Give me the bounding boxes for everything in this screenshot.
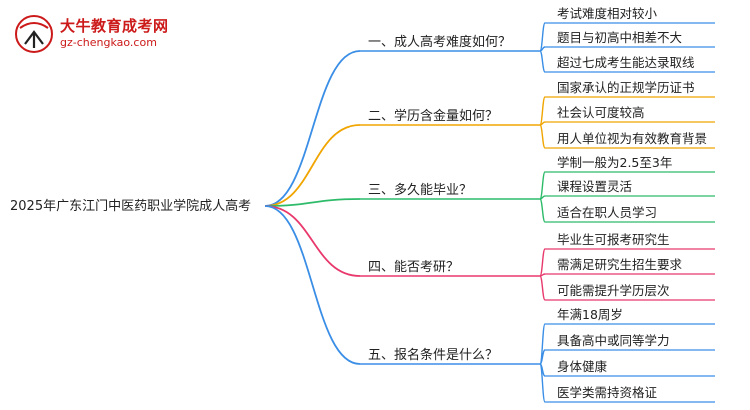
leaf-connector <box>539 275 546 301</box>
branch-connector <box>264 50 361 207</box>
leaf-topic: 适合在职人员学习 <box>557 205 657 220</box>
branch-connector <box>264 205 361 365</box>
leaf-topic: 年满18周岁 <box>557 307 623 322</box>
branch-topic: 三、多久能毕业？ <box>368 182 472 198</box>
leaf-topic: 医学类需持资格证 <box>557 385 658 400</box>
leaf-topic: 超过七成考生能达录取线 <box>557 55 695 70</box>
branch-topic: 五、报名条件是什么？ <box>368 347 498 363</box>
logo-url: gz-chengkao.com <box>60 36 157 49</box>
leaf-connector <box>539 198 546 223</box>
root-topic: 2025年广东江门中医药职业学院成人高考 <box>10 198 251 214</box>
leaf-connector <box>539 96 546 126</box>
leaf-topic: 题目与初高中相差不大 <box>557 30 682 45</box>
leaf-topic: 课程设置灵活 <box>557 179 632 194</box>
leaf-topic: 可能需提升学历层次 <box>557 283 670 298</box>
leaf-connector <box>539 50 546 73</box>
branch-topic: 四、能否考研？ <box>368 260 459 275</box>
logo-mark-icon <box>15 15 53 53</box>
leaf-topic: 考试难度相对较小 <box>557 6 658 21</box>
leaf-connector <box>539 363 546 403</box>
leaf-topic: 毕业生可报考研究生 <box>557 232 670 247</box>
leaf-connector <box>539 248 546 277</box>
logo-title: 大牛教育成考网 <box>60 17 169 35</box>
branch-topic: 一、成人高考难度如何？ <box>368 34 511 50</box>
branch-connector <box>264 198 361 207</box>
leaf-topic: 学制一般为2.5至3年 <box>557 155 672 170</box>
site-logo[interactable]: 大牛教育成考网 gz-chengkao.com <box>8 10 188 54</box>
leaf-topic: 社会认可度较高 <box>557 105 645 120</box>
leaf-topic: 用人单位视为有效教育背景 <box>557 131 707 146</box>
branch-connector <box>264 124 361 207</box>
leaf-topic: 国家承认的正规学历证书 <box>557 80 695 95</box>
leaf-topic: 身体健康 <box>557 359 608 374</box>
leaf-topic: 需满足研究生招生要求 <box>557 257 683 272</box>
leaf-topic: 具备高中或同等学力 <box>557 333 670 348</box>
leaf-connector <box>539 124 546 149</box>
branch-connector <box>264 205 361 277</box>
branch-topic: 二、学历含金量如何？ <box>368 108 498 124</box>
leaf-connector <box>539 171 546 200</box>
